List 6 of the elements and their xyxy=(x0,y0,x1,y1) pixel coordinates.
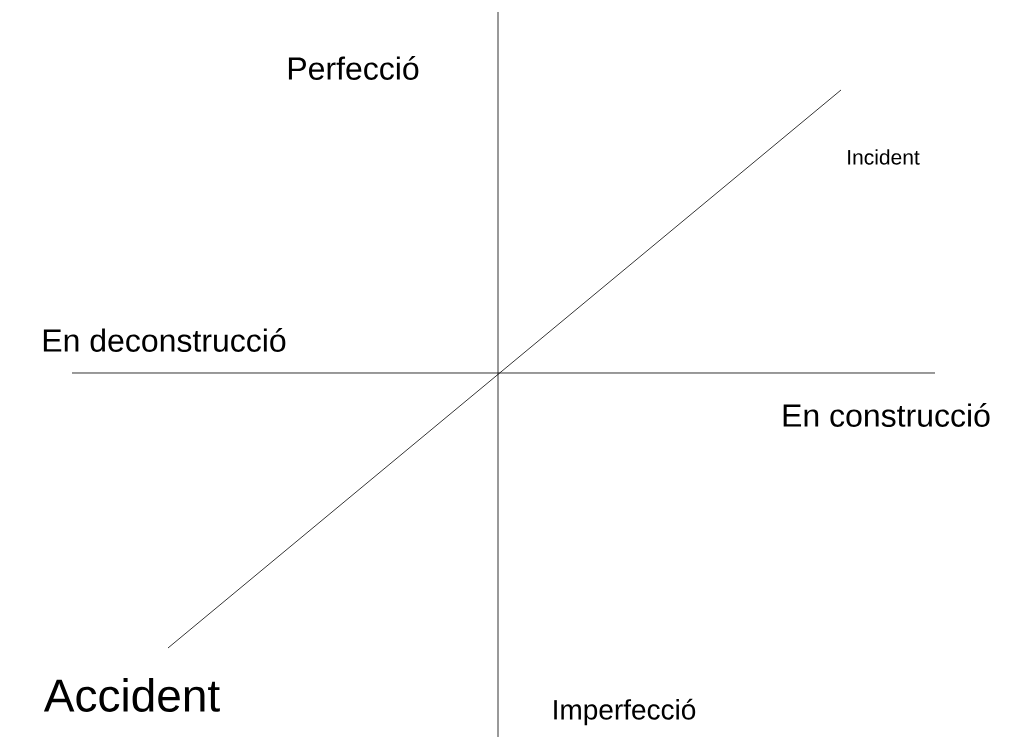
axis-label: En construcció xyxy=(783,403,990,427)
axis-label: Incident xyxy=(848,149,920,165)
axis-label: Imperfecció xyxy=(554,698,696,726)
axis-label: Perfecció xyxy=(288,56,419,80)
axis-label: En deconstrucció xyxy=(43,328,286,352)
axis-label: Accident xyxy=(43,678,220,712)
